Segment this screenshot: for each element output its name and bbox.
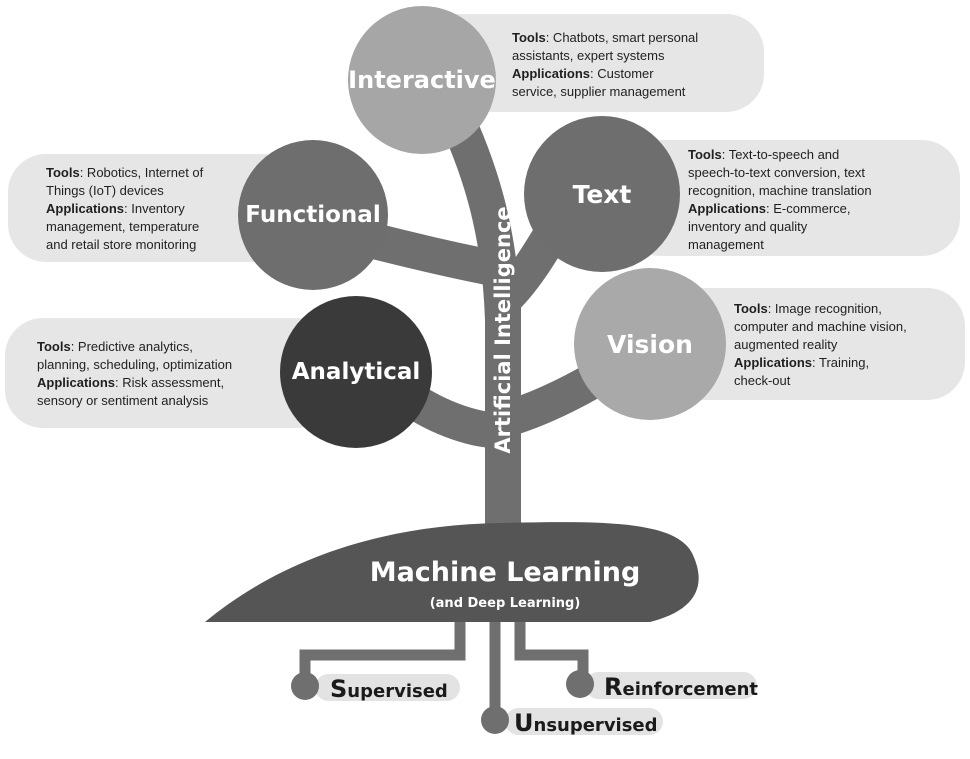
analytical-apps-line2: sensory or sentiment analysis <box>37 393 209 408</box>
trunk-label: Artificial Intelligence <box>491 206 515 454</box>
reinforcement-pill <box>585 672 757 699</box>
text-tools-line3: recognition, machine translation <box>688 183 872 198</box>
analytical-label: Analytical <box>291 359 421 385</box>
machine-learning-shape <box>205 522 699 622</box>
analytical-apps-line1: Applications: Risk assessment, <box>37 375 225 390</box>
supervised-pill <box>315 674 460 701</box>
text-apps-line2: inventory and quality <box>688 219 808 234</box>
vision-tools-line3: augmented reality <box>734 337 838 352</box>
vision-description: Tools: Image recognition, computer and m… <box>734 300 907 390</box>
reinforcement-dot <box>566 670 594 698</box>
functional-tools-line2: Things (IoT) devices <box>46 183 164 198</box>
reinforcement-rest: einforcement <box>622 679 759 700</box>
interactive-apps-line2: service, supplier management <box>512 84 686 99</box>
machine-learning-subtitle: (and Deep Learning) <box>429 596 581 611</box>
functional-description: Tools: Robotics, Internet of Things (IoT… <box>46 164 203 254</box>
unsupervised-initial: U <box>514 709 534 737</box>
reinforcement-initial: R <box>604 673 623 701</box>
supervised-rest: upervised <box>347 681 448 702</box>
functional-apps-line1: Applications: Inventory <box>46 201 185 216</box>
machine-learning-title: Machine Learning <box>369 557 641 588</box>
analytical-tools-line1: Tools: Predictive analytics, <box>37 339 193 354</box>
text-apps-line1: Applications: E-commerce, <box>688 201 851 216</box>
supervised-dot <box>291 672 319 700</box>
analytical-description: Tools: Predictive analytics, planning, s… <box>37 338 232 410</box>
interactive-label: Interactive <box>348 66 496 94</box>
text-description: Tools: Text-to-speech and speech-to-text… <box>688 146 872 254</box>
vision-node: Vision <box>574 268 726 420</box>
root-line-supervised <box>299 622 466 684</box>
text-label: Text <box>572 179 632 209</box>
functional-label: Functional <box>245 202 381 228</box>
interactive-apps-line1: Applications: Customer <box>512 66 654 81</box>
text-node: Text <box>524 116 680 272</box>
supervised-initial: S <box>330 675 348 703</box>
functional-apps-line3: and retail store monitoring <box>46 237 197 252</box>
vision-tools-line1: Tools: Image recognition, <box>734 301 882 316</box>
vision-tools-line2: computer and machine vision, <box>734 319 907 334</box>
interactive-node: Interactive <box>348 6 496 154</box>
unsupervised-label: Unsupervised <box>514 709 658 737</box>
functional-node: Functional <box>238 140 388 290</box>
text-tools-line2: speech-to-text conversion, text <box>688 165 866 180</box>
analytical-tools-line2: planning, scheduling, optimization <box>37 357 233 372</box>
analytical-node: Analytical <box>280 296 432 448</box>
supervised-label: Supervised <box>330 675 448 703</box>
text-apps-line3: management <box>688 237 764 252</box>
vision-apps-line2: check-out <box>734 373 791 388</box>
unsupervised-dot <box>481 706 509 734</box>
functional-apps-line2: management, temperature <box>46 219 200 234</box>
reinforcement-label: Reinforcement <box>604 673 758 701</box>
interactive-tools-line1: Tools: Chatbots, smart personal <box>512 30 699 45</box>
vision-label: Vision <box>607 329 693 359</box>
root-line-reinforcement <box>514 622 589 682</box>
functional-tools-line1: Tools: Robotics, Internet of <box>46 165 204 180</box>
unsupervised-pill <box>505 708 663 735</box>
vision-apps-line1: Applications: Training, <box>734 355 870 370</box>
interactive-tools-line2: assistants, expert systems <box>512 48 665 63</box>
interactive-description: Tools: Chatbots, smart personal assistan… <box>512 29 698 101</box>
root-connectors <box>299 622 589 714</box>
unsupervised-rest: nsupervised <box>533 715 658 736</box>
text-tools-line1: Tools: Text-to-speech and <box>688 147 840 162</box>
